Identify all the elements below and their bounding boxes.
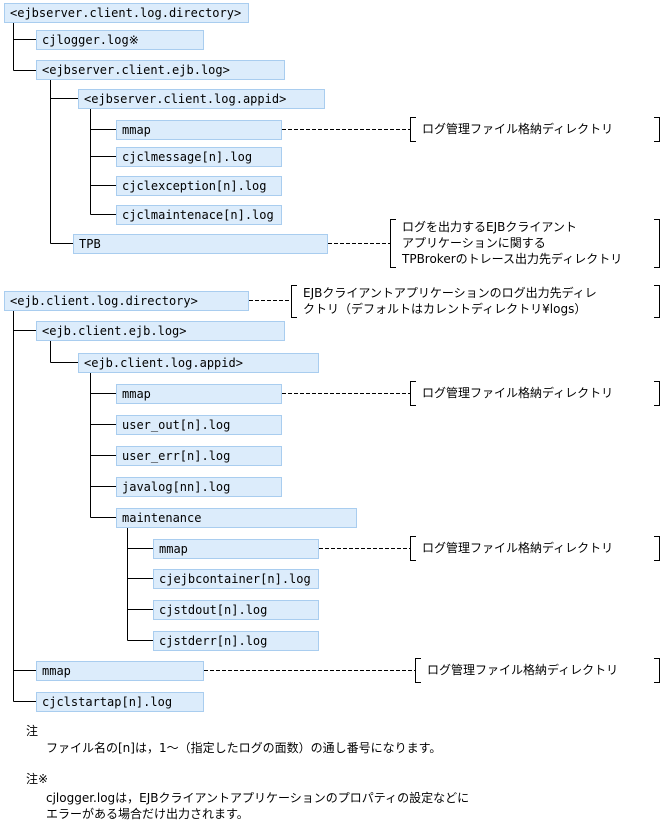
tree2-cjejbcontainer-node: cjejbcontainer[n].log [153, 569, 319, 589]
tpb-note-line2: アプリケーションに関する [402, 236, 546, 250]
tree2-user-out-node: user_out[n].log [116, 415, 282, 435]
footnote-label: 注 [26, 724, 39, 738]
tree2-cjclstartap-node: cjclstartap[n].log [36, 692, 204, 712]
dir-note-line2: クトリ（デフォルトはカレントディレクトリ¥logs） [303, 302, 587, 316]
footnote-text: ファイル名の[n]は，1～（指定したログの面数）の通し番号になります。 [46, 741, 442, 755]
footnote-star-line1: cjlogger.logは，EJBクライアントアプリケーションのプロパティの設定… [46, 791, 470, 805]
footnote-star-label: 注※ [26, 772, 49, 786]
tpb-note-line3: TPBrokerのトレース出力先ディレクトリ [402, 252, 623, 266]
bottom-mmap-note: ログ管理ファイル格納ディレクトリ [427, 663, 619, 677]
tree1-appid-node: <ejbserver.client.log.appid> [78, 89, 325, 109]
tree1-mmap-note: ログ管理ファイル格納ディレクトリ [422, 122, 614, 136]
tree1-cjclmaintenace-node: cjclmaintenace[n].log [116, 205, 282, 225]
tree1-cjclexception-node: cjclexception[n].log [116, 176, 282, 196]
tree2-mmap-note: ログ管理ファイル格納ディレクトリ [422, 386, 614, 400]
tree2-javalog-node: javalog[nn].log [116, 477, 282, 497]
tree1-root-node: <ejbserver.client.log.directory> [4, 3, 249, 23]
tree1-ejb-log-node: <ejbserver.client.ejb.log> [36, 60, 285, 80]
tree1-cjclmessage-node: cjclmessage[n].log [116, 147, 282, 167]
footnote-star-line2: エラーがある場合だけ出力されます。 [46, 807, 249, 821]
tree2-maintenance-node: maintenance [116, 508, 357, 528]
tree2-cjstdout-node: cjstdout[n].log [153, 600, 319, 620]
tree2-user-err-node: user_err[n].log [116, 446, 282, 466]
tree1-cjlogger-node: cjlogger.log※ [36, 30, 204, 50]
tree2-mmap-node: mmap [116, 384, 282, 404]
tree2-bottom-mmap-node: mmap [36, 661, 204, 681]
tree2-root-node: <ejb.client.log.directory> [4, 291, 249, 311]
tree2-ejb-log-node: <ejb.client.ejb.log> [36, 321, 285, 341]
tpb-note-line1: ログを出力するEJBクライアント [402, 220, 577, 234]
tree2-maintenance-mmap-node: mmap [153, 539, 319, 559]
tree1-tpb-node: TPB [73, 234, 328, 254]
maintenance-mmap-note: ログ管理ファイル格納ディレクトリ [422, 541, 614, 555]
tree2-cjstderr-node: cjstderr[n].log [153, 631, 319, 651]
dir-note-line1: EJBクライアントアプリケーションのログ出力先ディレ [303, 286, 597, 300]
tree2-appid-node: <ejb.client.log.appid> [78, 353, 319, 373]
tree1-mmap-node: mmap [116, 120, 282, 140]
